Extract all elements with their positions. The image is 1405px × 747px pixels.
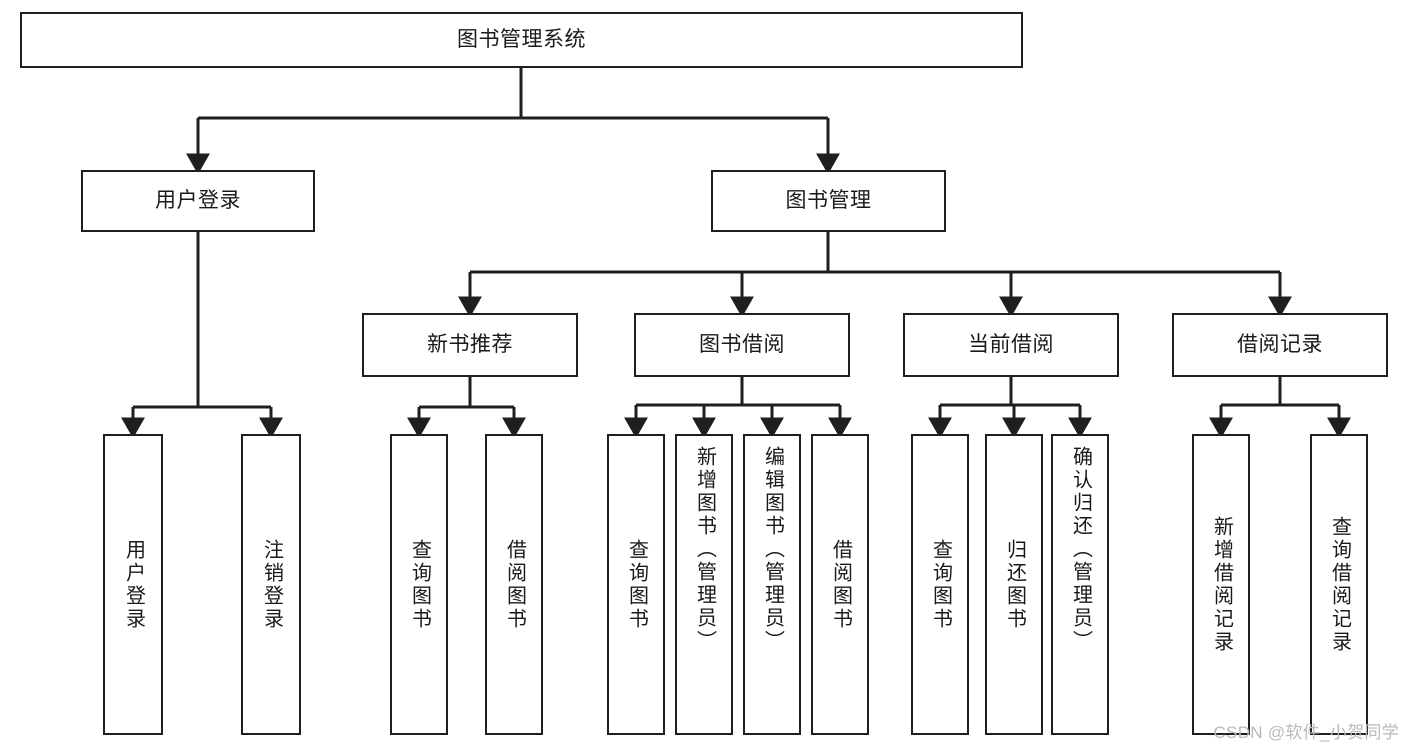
leaf-add-book-admin-label: 新增图书（管理员） — [693, 446, 716, 653]
leaf-query-book-current-label: 查询图书 — [929, 538, 952, 631]
node-current-borrow-label: 当前借阅 — [968, 333, 1054, 357]
node-current-borrow[interactable]: 当前借阅 — [903, 313, 1119, 377]
leaf-edit-book-admin-label: 编辑图书（管理员） — [761, 446, 784, 653]
leaf-confirm-return-admin[interactable]: 确认归还（管理员） — [1051, 434, 1109, 735]
leaf-borrow-book-newbook[interactable]: 借阅图书 — [485, 434, 543, 735]
leaf-query-book-newbook-label: 查询图书 — [408, 538, 431, 631]
node-book-management-label: 图书管理 — [785, 189, 872, 213]
node-book-borrow[interactable]: 图书借阅 — [634, 313, 850, 377]
leaf-query-book-borrow-label: 查询图书 — [625, 538, 648, 631]
node-root[interactable]: 图书管理系统 — [20, 12, 1023, 68]
leaf-add-book-admin[interactable]: 新增图书（管理员） — [675, 434, 733, 735]
leaf-return-book-label: 归还图书 — [1003, 538, 1026, 631]
leaf-add-borrow-record[interactable]: 新增借阅记录 — [1192, 434, 1250, 735]
leaf-lend-book[interactable]: 借阅图书 — [811, 434, 869, 735]
leaf-return-book[interactable]: 归还图书 — [985, 434, 1043, 735]
node-user-login-label: 用户登录 — [155, 189, 241, 213]
leaf-borrow-book-newbook-label: 借阅图书 — [503, 538, 526, 631]
node-new-book-recommend-label: 新书推荐 — [427, 333, 513, 357]
node-book-borrow-label: 图书借阅 — [699, 333, 785, 357]
leaf-query-borrow-record[interactable]: 查询借阅记录 — [1310, 434, 1368, 735]
node-borrow-records[interactable]: 借阅记录 — [1172, 313, 1388, 377]
node-new-book-recommend[interactable]: 新书推荐 — [362, 313, 578, 377]
leaf-query-borrow-record-label: 查询借阅记录 — [1328, 515, 1351, 654]
leaf-edit-book-admin[interactable]: 编辑图书（管理员） — [743, 434, 801, 735]
leaf-logout[interactable]: 注销登录 — [241, 434, 301, 735]
leaf-query-book-current[interactable]: 查询图书 — [911, 434, 969, 735]
leaf-logout-label: 注销登录 — [260, 538, 283, 631]
leaf-confirm-return-admin-label: 确认归还（管理员） — [1069, 446, 1092, 653]
leaf-lend-book-label: 借阅图书 — [829, 538, 852, 631]
leaf-query-book-borrow[interactable]: 查询图书 — [607, 434, 665, 735]
node-borrow-records-label: 借阅记录 — [1237, 333, 1323, 357]
node-user-login[interactable]: 用户登录 — [81, 170, 315, 232]
leaf-query-book-newbook[interactable]: 查询图书 — [390, 434, 448, 735]
node-book-management[interactable]: 图书管理 — [711, 170, 946, 232]
leaf-user-login-label: 用户登录 — [122, 538, 145, 631]
leaf-user-login[interactable]: 用户登录 — [103, 434, 163, 735]
node-root-label: 图书管理系统 — [457, 28, 586, 52]
watermark: CSDN @软件_小贺同学 — [1213, 723, 1399, 742]
leaf-add-borrow-record-label: 新增借阅记录 — [1210, 515, 1233, 654]
